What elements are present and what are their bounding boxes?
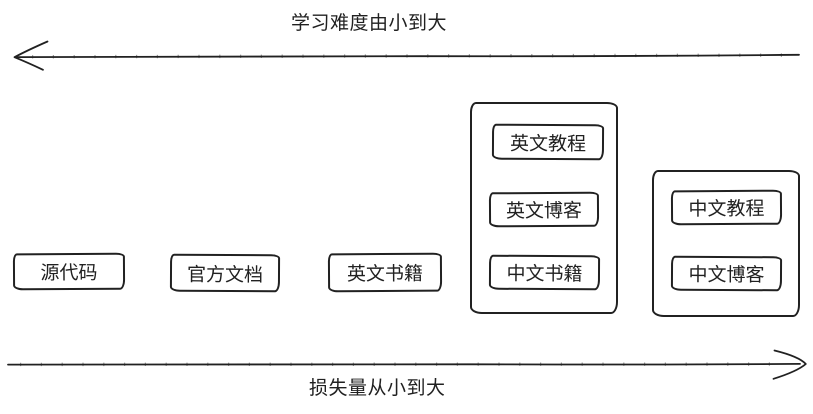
node-english-tutorial: 英文教程 — [491, 123, 605, 161]
node-english-blog: 英文博客 — [488, 191, 600, 228]
difficulty-arrow-left-icon — [13, 40, 800, 71]
group-english-and-chinese-books: 英文教程 英文博客 中文书籍 — [470, 102, 618, 314]
difficulty-axis-label: 学习难度由小到大 — [291, 13, 448, 34]
loss-axis-label: 损失量从小到大 — [309, 378, 446, 399]
node-source-code: 源代码 — [12, 252, 126, 291]
loss-arrow-right-icon — [7, 349, 807, 380]
node-chinese-books: 中文书籍 — [488, 254, 601, 291]
node-official-docs: 官方文档 — [169, 253, 281, 293]
node-chinese-blog: 中文博客 — [670, 255, 783, 292]
group-chinese-tutorial-blog: 中文教程 中文博客 — [652, 170, 800, 317]
node-chinese-tutorial: 中文教程 — [670, 189, 783, 226]
node-english-books: 英文书籍 — [327, 252, 443, 293]
